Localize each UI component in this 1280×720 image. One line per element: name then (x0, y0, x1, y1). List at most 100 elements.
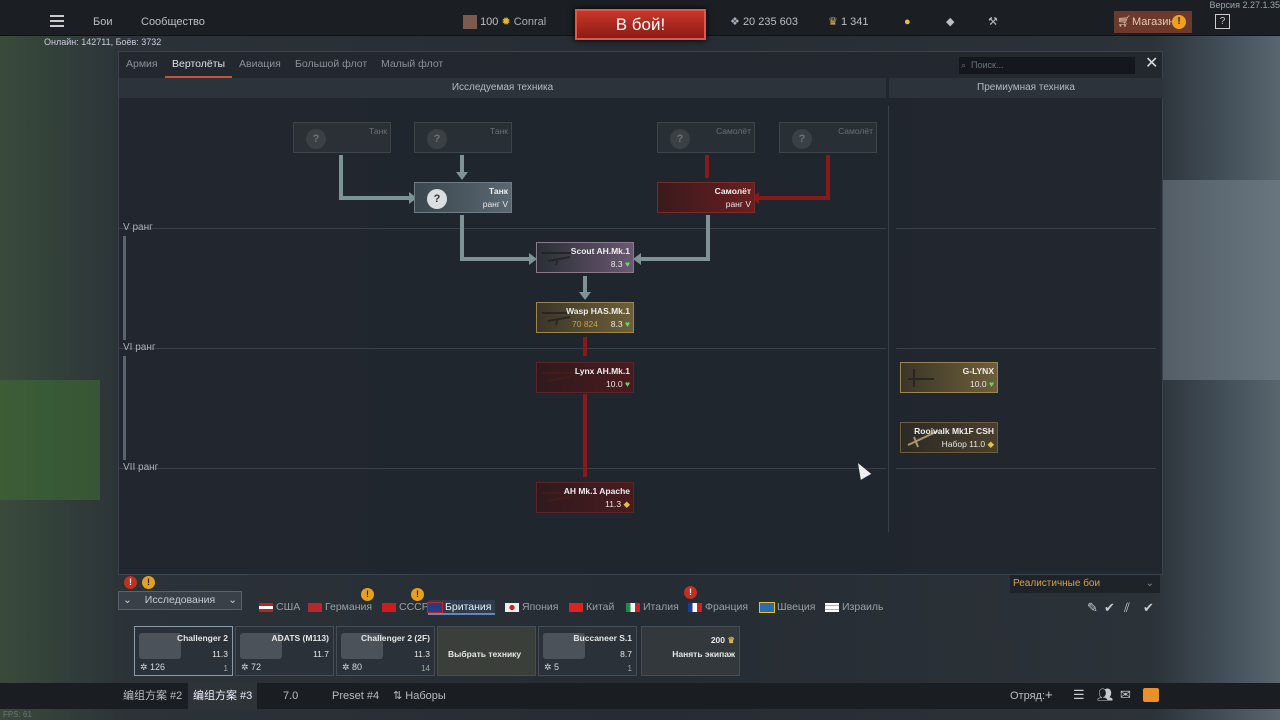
locked-tank-slot[interactable]: ?Танк (293, 122, 391, 153)
nation-usa[interactable]: США (259, 600, 300, 615)
mail-icon[interactable] (1143, 688, 1159, 702)
chat-icon[interactable]: ✉ (1120, 687, 1131, 702)
nation-france[interactable]: Франция (688, 600, 748, 615)
china-flag-icon (569, 603, 583, 612)
column-separator (888, 106, 889, 532)
community-menu[interactable]: Сообщество (141, 16, 205, 28)
alert-icon[interactable]: ! (124, 576, 137, 589)
tab-aviation[interactable]: Авиация (239, 58, 281, 70)
rank-progress-arrow (123, 236, 126, 340)
close-icon[interactable]: ✕ (1145, 55, 1159, 72)
question-icon: ? (427, 189, 447, 209)
nation-israel[interactable]: Израиль (825, 600, 884, 615)
chevron-down-icon: ⌄ (228, 594, 237, 606)
profile-avatar[interactable]: 100 ✹ Conral (463, 0, 546, 36)
nation-japan[interactable]: Япония (505, 600, 558, 615)
golden-eagles[interactable]: ♛ 1 341 (828, 0, 868, 36)
question-icon: ? (427, 129, 447, 149)
menu-icon[interactable] (50, 15, 64, 27)
nation-china[interactable]: Китай (569, 600, 614, 615)
wrench-icon[interactable]: ✎ (1087, 600, 1098, 615)
connector-arrowhead (409, 192, 417, 204)
checkmark-icon[interactable]: ✔ (1104, 600, 1115, 615)
presets-button[interactable]: ⇅ Наборы (393, 690, 446, 702)
wrench-icon[interactable]: ⚒ (988, 16, 998, 28)
lightbulb-icon[interactable]: ● (904, 16, 911, 28)
locked-plane-slot[interactable]: ?Самолёт (779, 122, 877, 153)
help-button[interactable]: ? (1215, 14, 1230, 29)
question-icon: ? (792, 129, 812, 149)
alert-icon: ! (361, 588, 374, 601)
locked-tank-slot[interactable]: ? Танк (414, 122, 512, 153)
battle-rating: 8.7 (620, 649, 632, 659)
branch-tabs: Армия Вертолёты Авиация Большой флот Мал… (119, 52, 1162, 78)
crew-slot-hire[interactable]: 200 ♛Нанять экипаж (641, 626, 740, 676)
rank-divider (896, 468, 1156, 469)
rank-divider (896, 348, 1156, 349)
crew-slot-select-vehicle[interactable]: Выбрать технику (437, 626, 536, 676)
rank-requirement: ранг V (725, 199, 751, 209)
vehicle-name: Challenger 2 (2F) (361, 633, 430, 643)
username: Conral (513, 16, 547, 28)
vehicle-name: Танк (490, 126, 508, 136)
ammo-icon[interactable]: ⫽ (1124, 600, 1130, 615)
silver-lions[interactable]: ❖ 20 235 603 (730, 0, 798, 36)
preset-tab[interactable]: 编组方案 #3 (188, 683, 258, 709)
to-battle-button[interactable]: В бой! (575, 9, 706, 40)
nation-germany[interactable]: Германия (308, 600, 372, 615)
plane-requirement-card[interactable]: Самолёт ранг V (657, 182, 755, 213)
research-filter[interactable]: ⌄Исследования⌄ (118, 591, 242, 610)
search-placeholder: Поиск... (971, 60, 1004, 70)
nation-britain[interactable]: Британия (427, 600, 496, 615)
shop-button[interactable]: 🛒︎Магазин! (1114, 11, 1192, 33)
tab-helicopters[interactable]: Вертолёты (165, 52, 233, 78)
nation-sweden[interactable]: Швеция (759, 600, 816, 615)
alert-icon[interactable]: ! (142, 576, 155, 589)
preset-tab[interactable]: 编组方案 #2 (123, 690, 183, 702)
search-input[interactable]: ⌕Поиск... (959, 57, 1135, 74)
list-icon[interactable]: ☰ (1073, 687, 1085, 702)
alert-icon: ! (1172, 15, 1186, 29)
premium-icon: ◆ (987, 439, 994, 449)
battle-rating: Набор 11.0 ◆ (941, 439, 994, 449)
nation-ussr[interactable]: СССР (382, 600, 429, 615)
locked-plane-slot[interactable]: ?Самолёт (657, 122, 755, 153)
plus-icon[interactable]: + (1045, 687, 1053, 702)
battles-menu[interactable]: Бои (93, 16, 113, 28)
checkmark-icon[interactable]: ✔ (1143, 600, 1154, 615)
rank-requirement: ранг V (482, 199, 508, 209)
usa-flag-icon (259, 603, 273, 612)
vehicle-name: Самолёт (714, 186, 751, 196)
tab-bluewater-fleet[interactable]: Большой флот (295, 58, 368, 70)
crew-slot[interactable]: ADATS (M113)11.7✲ 72 (235, 626, 334, 676)
tank-icon (240, 633, 282, 659)
tab-coastal-fleet[interactable]: Малый флот (381, 58, 444, 70)
hangar-grass (0, 380, 100, 500)
game-mode-select[interactable]: Реалистичные бои⌄ (1010, 575, 1160, 593)
premium-column-header: Премиумная техника (889, 78, 1163, 98)
vehicle-name: G-LYNX (962, 366, 994, 376)
vehicle-name: Wasp HAS.Mk.1 (566, 306, 630, 316)
crew-count: ✲ 126 (140, 662, 166, 672)
premium-icon: ◆ (623, 499, 630, 509)
battle-rating: 10.0 ♥ (606, 379, 630, 389)
tank-icon (139, 633, 181, 659)
preset-tab[interactable]: 7.0 (283, 690, 299, 702)
preset-tab[interactable]: Preset #4 (332, 690, 380, 702)
tab-army[interactable]: Армия (126, 58, 158, 70)
online-status: Онлайн: 142711, Боёв: 3732 (44, 37, 162, 47)
nation-italy[interactable]: Италия (626, 600, 679, 615)
friends-icon[interactable]: 👥︎ (1097, 687, 1114, 702)
diamond-icon[interactable]: ◆ (946, 16, 955, 28)
alert-icon: ! (684, 586, 697, 599)
